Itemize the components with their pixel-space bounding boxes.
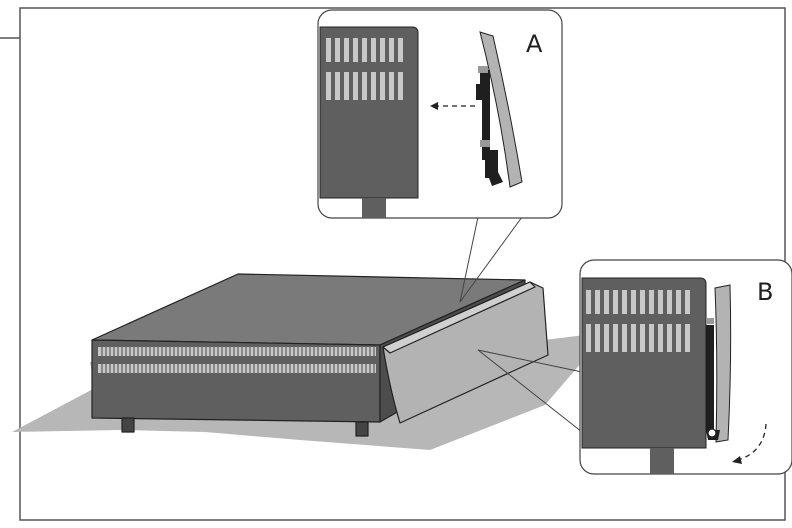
vent-slot [649, 324, 654, 352]
vent-slot [649, 290, 654, 314]
vent-slot [667, 324, 672, 352]
callout-a: A [317, 9, 563, 219]
vent-slot [398, 38, 403, 62]
vent-slot [380, 72, 385, 100]
vent-slot [595, 324, 600, 352]
callout-b: B [579, 259, 792, 475]
vent-slot [631, 290, 636, 314]
vent-slot [344, 72, 349, 100]
vent-slot [613, 324, 618, 352]
vent-slot [622, 324, 627, 352]
vent-slot [622, 290, 627, 314]
vent-slot [640, 324, 645, 352]
vent-slot [604, 290, 609, 314]
vent-slot [676, 290, 681, 314]
vent-slot [326, 38, 331, 62]
vent-slot [326, 72, 331, 100]
vent-slot [362, 38, 367, 62]
callout-b-leader [477, 349, 583, 433]
vent-slot [398, 72, 403, 100]
vent-slot [586, 324, 591, 352]
vent-slot [640, 290, 645, 314]
vent-slot [389, 38, 394, 62]
vent-slot [380, 38, 385, 62]
vent-slot [685, 324, 690, 352]
vent-slot [371, 38, 376, 62]
callout-a-label: A [526, 30, 543, 58]
vent-slot [658, 290, 663, 314]
vent-slot [604, 324, 609, 352]
callout-b-label: B [757, 278, 773, 306]
callout-a-vents [326, 38, 403, 100]
vent-slot [586, 290, 591, 314]
callout-a-leader [459, 216, 523, 303]
callout-b-vents [586, 290, 690, 352]
frame [0, 7, 786, 521]
vent-slot [362, 72, 367, 100]
vent-slot [676, 324, 681, 352]
vent-slot [353, 72, 358, 100]
vent-slot [658, 324, 663, 352]
vent-slot [595, 290, 600, 314]
vent-slot [344, 38, 349, 62]
vent-slot [335, 72, 340, 100]
vent-slot [631, 324, 636, 352]
vent-slot [353, 38, 358, 62]
vent-slot [667, 290, 672, 314]
vent-slot [389, 72, 394, 100]
front-panel [382, 281, 549, 424]
vent-slot [685, 290, 690, 314]
vent-slot [335, 38, 340, 62]
vent-slot [371, 72, 376, 100]
front-vents [98, 347, 376, 373]
vent-slot [613, 290, 618, 314]
